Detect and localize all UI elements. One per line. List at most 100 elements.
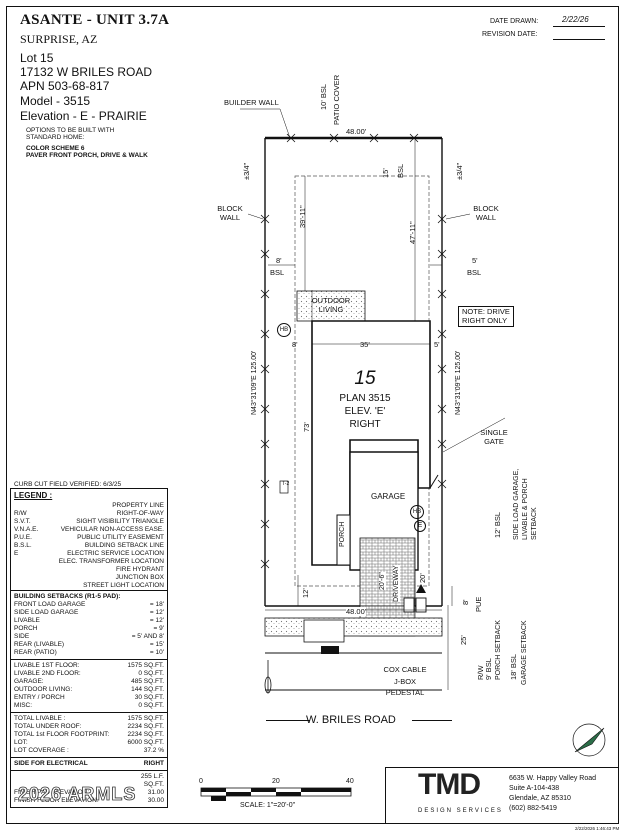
street-name: W. BRILES ROAD	[306, 714, 396, 726]
house-width: 35'	[360, 340, 370, 349]
options-note-2: STANDARD HOME:	[26, 134, 85, 141]
porch-bsl: 9' BSL	[484, 658, 493, 680]
legend-item: V.N.A.E.VEHICULAR NON-ACCESS EASE.	[14, 526, 164, 533]
scale-tick-40: 40	[346, 778, 354, 785]
plan-name: PLAN 3515	[339, 393, 391, 404]
project-city: SURPRISE, AZ	[20, 32, 98, 46]
transformer-arrow	[416, 584, 426, 593]
legend-item: FIRE HYDRANT	[115, 566, 164, 573]
rear-15-dim: 15'	[381, 168, 390, 178]
setback-item: SIDE= 5' AND 8'	[14, 633, 164, 640]
print-timestamp: 2/22/2026 1:46:43 PM	[575, 826, 620, 831]
lot-label: 15	[354, 368, 376, 389]
block-wall-left-label: BLOCK WALL	[217, 204, 243, 222]
depth-right: 47'-11"	[408, 221, 417, 244]
setback-item: PORCH= 9'	[14, 625, 164, 632]
plan-elevation: ELEV. 'E'	[344, 406, 386, 417]
curb-block	[321, 646, 339, 654]
porch-setback: PORCH SETBACK	[495, 620, 502, 680]
rear-width: 48.00'	[346, 127, 367, 136]
single-gate-label: SINGLE GATE	[480, 428, 508, 446]
north-arrow	[572, 723, 606, 757]
legend-title: LEGEND :	[14, 491, 53, 500]
pm-right: ±3/4"	[455, 162, 464, 180]
block-wall-right-label: BLOCK WALL	[473, 204, 499, 222]
gate-swing	[429, 474, 439, 489]
front-12: 12'	[301, 588, 310, 598]
company-logo: TMD	[418, 768, 481, 801]
side-load-setback: SIDE LOAD GARAGE, LIVABLE & PORCH SETBAC…	[513, 468, 538, 540]
model-number: Model - 3515	[20, 94, 91, 108]
setbacks-section: BUILDING SETBACKS (R1-5 PAD): FRONT LOAD…	[11, 590, 167, 659]
date-underline	[553, 26, 605, 27]
elevation-item: FINISH PAD ELEVATION:31.00	[14, 789, 164, 796]
hose-bib-front: HB	[410, 505, 424, 519]
walkway	[303, 619, 345, 643]
garage-setback: GARAGE SETBACK	[521, 620, 528, 685]
project-title: ASANTE - UNIT 3.7A	[20, 12, 170, 28]
setback-item: REAR (LIVABLE)= 15'	[14, 641, 164, 648]
wall-markers	[260, 133, 447, 569]
patio-cover-label: PATIO COVER	[332, 74, 341, 125]
total-item: TOTAL UNDER ROOF:2234 SQ.FT.	[14, 723, 164, 730]
house-right-5: 5'	[434, 340, 440, 349]
legend-item: B.S.L.BUILDING SETBACK LINE	[14, 542, 164, 549]
rear-15-bsl: BSL	[396, 163, 405, 178]
bearing-left: N43°31'09"E 125.00'	[251, 350, 258, 415]
side-8-dim: 8'	[276, 256, 282, 265]
curb-cut-note: CURB CUT FIELD VERIFIED: 6/3/25	[14, 481, 122, 488]
area-item: GARAGE:485 SQ.FT.	[14, 678, 164, 685]
date-drawn-label: DATE DRAWN:	[490, 18, 539, 25]
jbox-symbol	[403, 597, 415, 613]
color-scheme: COLOR SCHEME 6	[26, 145, 85, 152]
total-item: TOTAL LIVABLE :1575 SQ.FT.	[14, 715, 164, 722]
armls-watermark: 2026 ARMLS	[18, 784, 137, 805]
driveway-width: 20'-6"	[379, 572, 386, 590]
area-item: LIVABLE 2ND FLOOR:0 SQ.FT.	[14, 670, 164, 677]
garage-bsl: 18' BSL	[509, 653, 518, 680]
legend-item: ELEC. TRANSFORMER LOCATION	[58, 558, 164, 565]
front-width: 48.00'	[346, 607, 367, 616]
setback-item: REAR (PATIO)= 10'	[14, 649, 164, 656]
bsl-right: BSL	[467, 268, 482, 277]
front-8: 8'	[461, 599, 470, 605]
front-25: 25'	[459, 635, 468, 645]
scale-tick-20: 20	[272, 778, 280, 785]
setback-item: FRONT LOAD GARAGE= 18'	[14, 601, 164, 608]
options-note-1: OPTIONS TO BE BUILT WITH	[26, 127, 115, 134]
rear-bsl-label: 10' BSL	[319, 83, 328, 110]
outdoor-living-label: OUTDOOR LIVING	[311, 296, 351, 314]
company-subtitle: DESIGN SERVICES	[418, 808, 503, 814]
porch-label: PORCH	[339, 521, 346, 547]
legend-item: STREET LIGHT LOCATION	[83, 582, 164, 589]
bsl-left: BSL	[270, 268, 285, 277]
garage-label: GARAGE	[371, 492, 406, 501]
transformer-mark: T-2	[282, 481, 290, 487]
scale-label: SCALE: 1"=20'-0"	[240, 802, 296, 809]
street-address: 17132 W BRILES ROAD	[20, 65, 153, 79]
elevation-item: SQ.FT.	[143, 781, 164, 788]
total-item: TOTAL 1st FLOOR FOOTPRINT:2234 SQ.FT.	[14, 731, 164, 738]
legend-item: PROPERTY LINE	[112, 502, 164, 509]
setback-item: SIDE LOAD GARAGE= 12'	[14, 609, 164, 616]
revision-underline	[553, 39, 605, 40]
total-item: LOT COVERAGE :37.2 %	[14, 747, 164, 754]
lot-number: Lot 15	[20, 51, 54, 65]
date-drawn-value: 2/22/26	[562, 15, 589, 24]
transformer-box	[279, 480, 289, 494]
hose-bib-rear: HB	[277, 323, 291, 337]
pm-left: ±3/4"	[242, 162, 251, 180]
house-footprint	[311, 320, 431, 566]
revision-date-label: REVISION DATE:	[482, 31, 538, 38]
pedestal-symbol	[415, 597, 427, 613]
elevation-item: FINISH FLOOR ELEVATION:30.00	[14, 797, 164, 804]
house-depth: 73'	[302, 422, 311, 432]
elevation-section: 255 L.F. SQ.FT.FINISH PAD ELEVATION:31.0…	[11, 770, 167, 807]
legend-item: S.V.T.SIGHT VISIBILITY TRIANGLE	[14, 518, 164, 525]
